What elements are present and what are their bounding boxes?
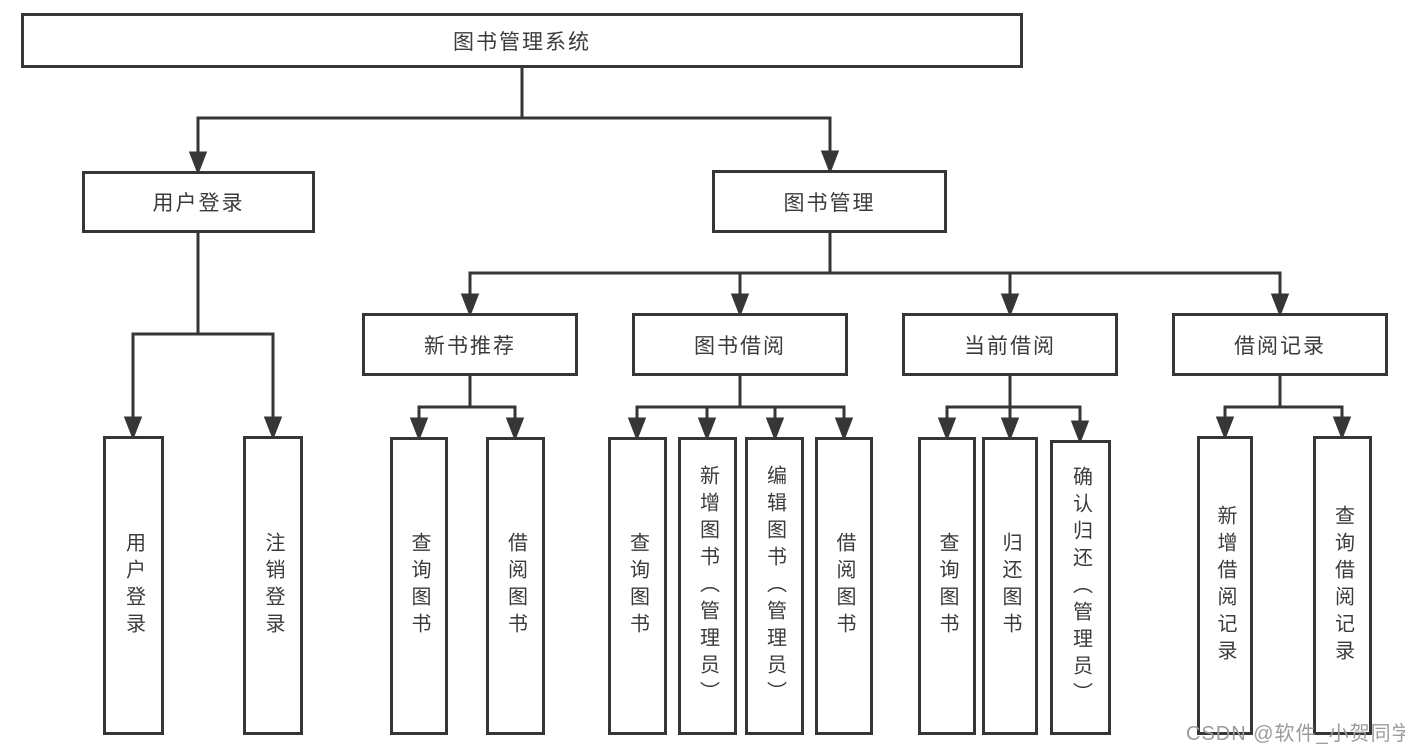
node-label: 用户登录 [152, 192, 245, 215]
node-book-borrowing: 图书借阅 [632, 313, 848, 376]
leaf-query-books-current: 查询图书 [918, 437, 976, 735]
node-label: 当前借阅 [964, 334, 1056, 358]
leaf-query-books-borrowing: 查询图书 [608, 437, 667, 735]
node-current-borrowing: 当前借阅 [902, 313, 1118, 376]
node-label: 图书管理系统 [453, 30, 591, 54]
node-label: 查询借阅记录 [1331, 504, 1354, 667]
node-label: 查询图书 [408, 532, 430, 640]
node-label: 借阅图书 [833, 532, 855, 640]
node-label: 确认归还（管理员） [1069, 466, 1092, 709]
edge-current-borrow-to-leaves [937, 376, 1090, 445]
node-label: 注销登录 [262, 531, 284, 640]
edge-book-mgmt-to-level3 [460, 233, 1290, 318]
edge-borrow-records-to-leaves [1215, 376, 1352, 441]
node-label: 归还图书 [999, 532, 1021, 640]
node-label: 新增图书（管理员） [696, 464, 719, 708]
node-borrowing-records: 借阅记录 [1172, 313, 1388, 376]
csdn-watermark: CSDN @软件_小贺同学 [1186, 723, 1405, 745]
leaf-return-books: 归还图书 [982, 437, 1038, 735]
edge-root-to-level2 [188, 68, 840, 176]
node-label: 用户登录 [122, 531, 145, 640]
leaf-user-login: 用户登录 [103, 436, 164, 735]
node-label: 查询图书 [936, 532, 958, 640]
leaf-add-books-admin: 新增图书（管理员） [678, 437, 737, 735]
node-label: 查询图书 [626, 532, 649, 640]
node-label: 图书借阅 [694, 334, 786, 358]
node-label: 新增借阅记录 [1214, 504, 1236, 667]
edge-book-borrow-to-leaves [627, 376, 854, 442]
edge-user-login-to-leaves [123, 233, 283, 441]
leaf-add-borrow-record: 新增借阅记录 [1197, 436, 1253, 735]
edge-new-book-rec-to-leaves [409, 376, 525, 442]
leaf-borrow-books-borrowing: 借阅图书 [815, 437, 873, 735]
node-label: 编辑图书（管理员） [763, 464, 786, 708]
leaf-query-borrow-record: 查询借阅记录 [1313, 436, 1372, 735]
node-book-management: 图书管理 [712, 170, 947, 233]
leaf-borrow-books-recommendation: 借阅图书 [486, 437, 545, 735]
node-library-management-system: 图书管理系统 [21, 13, 1023, 68]
node-label: 借阅记录 [1234, 334, 1326, 358]
node-new-book-recommendation: 新书推荐 [362, 313, 578, 376]
node-label: 新书推荐 [424, 334, 516, 358]
leaf-query-books-recommendation: 查询图书 [390, 437, 448, 735]
node-user-login: 用户登录 [82, 171, 315, 233]
node-label: 借阅图书 [504, 532, 527, 640]
leaf-logout: 注销登录 [243, 436, 303, 735]
node-label: 图书管理 [783, 191, 876, 215]
leaf-confirm-return-admin: 确认归还（管理员） [1050, 440, 1111, 735]
leaf-edit-books-admin: 编辑图书（管理员） [745, 437, 804, 735]
